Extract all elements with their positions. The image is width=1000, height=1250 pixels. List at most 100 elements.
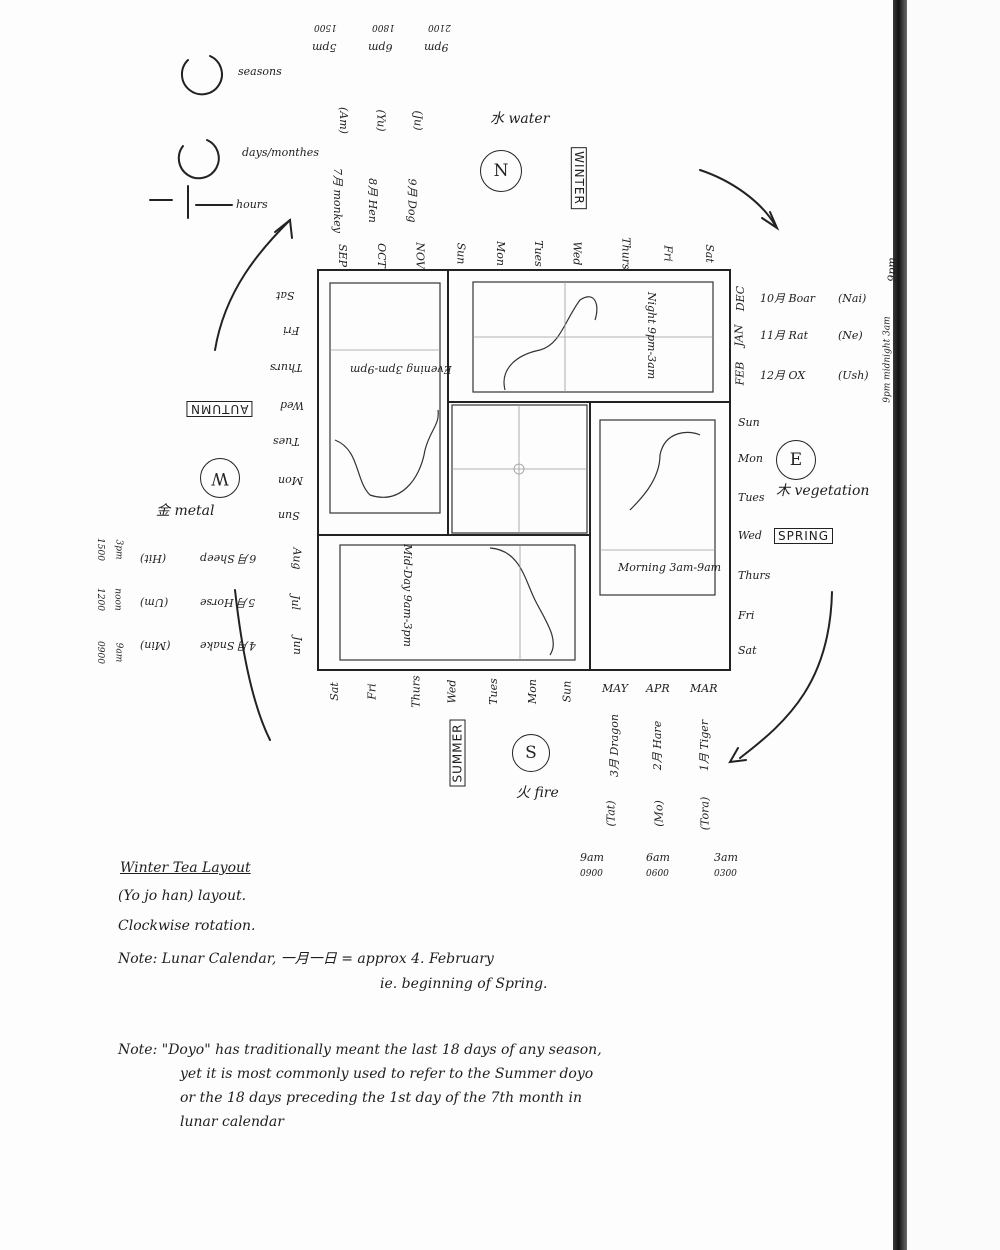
north-animal-sub-1: (Yu) (375, 110, 386, 132)
north-compass-circle: N (480, 150, 522, 192)
north-animal-1: 8月 Hen (367, 178, 378, 223)
north-time24-2: 2100 (428, 22, 451, 31)
south-day-4: Tues (488, 678, 499, 705)
east-month-1: JAN (733, 325, 744, 347)
north-day-0: Sun (455, 243, 466, 265)
west-time-0: 3pm (114, 539, 123, 559)
west-time24-1: 1200 (95, 588, 104, 611)
south-time-2: 3am (714, 852, 738, 863)
east-day-1: Mon (738, 453, 763, 464)
east-animal-sub-1: (Ne) (838, 330, 863, 341)
east-day-3: Wed (738, 530, 762, 541)
north-day-5: Fri (663, 245, 674, 261)
south-animal-sub-1: (Mo) (654, 800, 665, 826)
north-time24-0: 1500 (314, 22, 337, 31)
south-day-0: Sat (329, 682, 340, 701)
rotation-arc-sw (235, 590, 270, 740)
west-day-5: Mon (278, 475, 303, 486)
north-compass-letter: N (494, 161, 509, 181)
east-time-note: 9pm midnight 3am (884, 316, 893, 402)
west-month-2: Jun (292, 636, 303, 655)
night-alcove-curve (504, 297, 597, 390)
west-day-6: Sun (278, 510, 300, 521)
notes-line-4: ie. beginning of Spring. (380, 976, 548, 992)
west-time24-0: 1500 (95, 538, 104, 561)
south-animal-1: 2月 Hare (652, 721, 663, 770)
north-day-2: Tues (533, 240, 544, 267)
mat-label-morning: Morning 3am-9am (618, 562, 721, 573)
west-day-2: Thurs (270, 362, 302, 373)
east-day-5: Fri (738, 610, 754, 621)
south-day-3: Wed (446, 680, 457, 704)
south-animal-sub-2: (Tora) (699, 797, 710, 831)
morning-alcove-curve (630, 432, 700, 510)
notes-line-2: Clockwise rotation. (118, 918, 255, 934)
west-animal-sub-2: (Min) (140, 640, 170, 651)
legend-hours-label: hours (236, 199, 268, 210)
west-element: 金 metal (156, 504, 214, 518)
north-animal-sub-2: (Ju) (413, 110, 424, 130)
legend-seasons-label: seasons (238, 66, 282, 77)
east-month-0: DEC (735, 286, 746, 311)
south-day-2: Thurs (411, 675, 422, 707)
north-element: 水 water (490, 112, 549, 126)
south-day-1: Fri (367, 683, 378, 699)
east-season: SPRING (774, 528, 833, 544)
west-season: AUTUMN (186, 401, 252, 417)
months-rotation-arrow (179, 140, 219, 178)
north-time-0: 5pm (312, 42, 336, 53)
doyo-note-line-4: lunar calendar (180, 1114, 284, 1130)
east-animal-sub-2: (Ush) (838, 370, 869, 381)
east-animal-1: 11月 Rat (760, 330, 808, 341)
south-animal-sub-0: (Tat) (606, 800, 617, 826)
west-compass-letter: W (211, 468, 228, 488)
north-time24-1: 1800 (372, 22, 395, 31)
west-animal-sub-1: (Um) (140, 597, 168, 608)
west-day-4: Tues (273, 436, 300, 447)
south-month-0: MAY (602, 683, 628, 694)
south-month-1: APR (646, 683, 670, 694)
south-time24-1: 0600 (646, 870, 669, 879)
west-animal-sub-0: (Hit) (140, 553, 166, 564)
north-season: WINTER (571, 147, 587, 209)
east-element: 木 vegetation (776, 484, 869, 498)
west-day-3: Wed (280, 400, 304, 411)
east-day-2: Tues (738, 492, 765, 503)
west-month-0: Aug (292, 547, 303, 569)
south-time-0: 9am (580, 852, 604, 863)
hours-arrows (150, 186, 232, 218)
north-month-0: SEP (337, 244, 348, 267)
notes-title: Winter Tea Layout (120, 860, 251, 876)
south-month-2: MAR (690, 683, 718, 694)
north-animal-sub-0: (Am) (338, 107, 349, 134)
mat-label-midday: Mid-Day 9am-3pm (402, 544, 413, 647)
east-time: 9pm (887, 257, 898, 281)
north-animal-0: 7月 monkey (332, 168, 343, 233)
rotation-arc-nw (215, 220, 290, 350)
arrow-ne (762, 212, 777, 228)
west-month-1: Jul (290, 595, 301, 610)
north-day-3: Wed (571, 242, 582, 266)
west-animal-1: 5月 Horse (200, 597, 255, 608)
east-animal-0: 10月 Boar (760, 293, 815, 304)
mat-label-night: Night 9pm-3am (646, 292, 657, 379)
south-day-5: Mon (527, 679, 538, 704)
rotation-arc-ne (700, 170, 775, 225)
notes-line-1: (Yo jo han) layout. (118, 888, 246, 904)
east-animal-2: 12月 OX (760, 370, 805, 381)
west-time-1: noon (113, 588, 122, 610)
south-time24-2: 0300 (714, 870, 737, 879)
doyo-note-line-2: yet it is most commonly used to refer to… (180, 1066, 593, 1082)
midday-alcove-curve (490, 548, 553, 655)
south-time-1: 6am (646, 852, 670, 863)
north-day-1: Mon (495, 241, 506, 266)
evening-mat (330, 283, 440, 513)
arrow-nw (275, 220, 292, 238)
east-compass-letter: E (790, 450, 802, 470)
south-season: SUMMER (450, 719, 466, 786)
south-time24-0: 0900 (580, 870, 603, 879)
south-element: 火 fire (516, 786, 559, 800)
east-day-6: Sat (738, 645, 757, 656)
north-day-4: Thurs (621, 237, 632, 269)
east-day-4: Thurs (738, 570, 770, 581)
